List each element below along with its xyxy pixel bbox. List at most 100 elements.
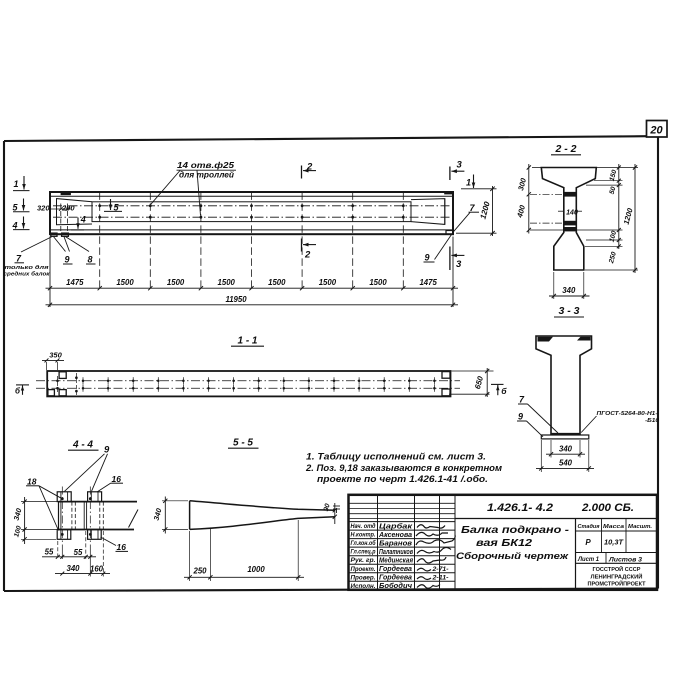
svg-text:1 - 1: 1 - 1 — [237, 335, 257, 346]
svg-text:Палатников: Палатников — [379, 549, 414, 556]
svg-text:650: 650 — [473, 375, 485, 391]
svg-text:16: 16 — [117, 542, 127, 552]
svg-text:2: 2 — [306, 162, 313, 173]
svg-text:5: 5 — [114, 203, 120, 213]
svg-text:Масшт.: Масшт. — [628, 524, 652, 530]
svg-text:90: 90 — [323, 503, 332, 512]
svg-text:100: 100 — [609, 230, 619, 243]
svg-text:средних балок: средних балок — [4, 271, 51, 278]
svg-text:Н.контр.: Н.контр. — [351, 532, 376, 539]
svg-text:9: 9 — [425, 253, 430, 263]
svg-text:250: 250 — [192, 566, 207, 575]
svg-text:1: 1 — [14, 179, 19, 189]
svg-text:Баранов: Баранов — [379, 541, 413, 548]
svg-text:7: 7 — [519, 395, 525, 405]
svg-text:ГОССТРОЙ СССР: ГОССТРОЙ СССР — [593, 565, 641, 573]
svg-text:1500: 1500 — [116, 278, 134, 287]
svg-text:7: 7 — [16, 253, 22, 263]
svg-text:16: 16 — [112, 474, 122, 484]
svg-text:140: 140 — [566, 210, 578, 217]
svg-text:Проект.: Проект. — [351, 566, 376, 573]
svg-text:проекте по черт 1.426.1-41: проекте по черт 1.426.1-41 /.обо. — [317, 474, 488, 484]
svg-text:Лист 1: Лист 1 — [577, 556, 599, 563]
svg-text:только для: только для — [5, 265, 50, 271]
svg-text:9: 9 — [65, 255, 70, 265]
svg-text:340: 340 — [152, 507, 164, 521]
svg-text:Р: Р — [585, 538, 591, 547]
svg-text:1500: 1500 — [268, 278, 286, 287]
svg-text:Сборочный чертеж: Сборочный чертеж — [456, 551, 570, 561]
svg-text:5 - 5: 5 - 5 — [233, 437, 253, 448]
svg-text:Аксенова: Аксенова — [378, 532, 412, 539]
svg-text:Листов 3: Листов 3 — [608, 556, 643, 563]
svg-text:Балка подкрано -: Балка подкрано - — [461, 525, 569, 536]
svg-text:320: 320 — [37, 204, 50, 213]
svg-text:2: 2 — [304, 250, 311, 261]
svg-text:1500: 1500 — [319, 278, 337, 287]
svg-text:б: б — [501, 386, 507, 396]
svg-text:1500: 1500 — [369, 278, 387, 287]
svg-text:250: 250 — [608, 251, 618, 265]
svg-text:5: 5 — [13, 203, 19, 213]
svg-text:-Б10: -Б10 — [645, 418, 660, 424]
svg-text:300: 300 — [516, 176, 528, 191]
svg-text:10,3Т: 10,3Т — [604, 540, 624, 547]
svg-text:1.426.1- 4.2: 1.426.1- 4.2 — [487, 502, 553, 514]
svg-text:3 - 3: 3 - 3 — [558, 305, 579, 317]
svg-text:1475: 1475 — [66, 278, 84, 287]
svg-text:ЛЕНИНГРАДСКИЙ: ЛЕНИНГРАДСКИЙ — [591, 572, 643, 580]
svg-text:340: 340 — [559, 444, 573, 453]
svg-text:340: 340 — [66, 564, 80, 573]
svg-text:Провер.: Провер. — [351, 574, 376, 581]
svg-text:1475: 1475 — [419, 278, 437, 287]
svg-text:1200: 1200 — [622, 206, 635, 225]
svg-text:4: 4 — [12, 221, 18, 231]
svg-text:Масса: Масса — [603, 524, 625, 530]
svg-text:1500: 1500 — [167, 278, 185, 287]
svg-text:ПРОМСТРОЙПРОЕКТ: ПРОМСТРОЙПРОЕКТ — [588, 580, 647, 588]
svg-text:1: 1 — [466, 177, 471, 187]
svg-text:1000: 1000 — [247, 565, 265, 574]
svg-text:50: 50 — [609, 186, 618, 195]
svg-text:8: 8 — [88, 255, 93, 265]
svg-text:для троллей: для троллей — [179, 171, 234, 180]
svg-text:540: 540 — [559, 459, 573, 468]
svg-text:150: 150 — [609, 169, 619, 182]
svg-text:Мединская: Мединская — [379, 557, 413, 565]
svg-text:Гордеева: Гордеева — [379, 574, 412, 582]
svg-text:200: 200 — [61, 203, 75, 212]
svg-text:2.000 СБ.: 2.000 СБ. — [581, 502, 634, 514]
svg-text:Нач. отд: Нач. отд — [351, 522, 376, 530]
svg-text:4: 4 — [80, 214, 86, 224]
svg-text:160: 160 — [90, 564, 104, 573]
svg-text:Бободич: Бободич — [379, 582, 412, 590]
svg-text:Гл.кон.об: Гл.кон.об — [351, 539, 377, 547]
svg-text:ПГОСТ-5264-80-Н1-: ПГОСТ-5264-80-Н1- — [597, 411, 658, 417]
svg-text:18: 18 — [27, 476, 37, 486]
svg-text:Стадия: Стадия — [578, 524, 601, 530]
svg-text:Исполн.: Исполн. — [351, 583, 376, 590]
svg-text:вая БК12: вая БК12 — [476, 538, 533, 549]
svg-text:14 отв.ф25: 14 отв.ф25 — [177, 161, 235, 170]
svg-text:2. Поз. 9,18 заказываются в: 2. Поз. 9,18 заказываются в конкретном — [305, 463, 503, 473]
svg-text:55: 55 — [45, 547, 54, 556]
svg-text:1. Таблицу исполнений см.: 1. Таблицу исполнений см. лист 3. — [306, 452, 486, 462]
svg-text:9: 9 — [518, 411, 523, 421]
svg-text:11950: 11950 — [225, 295, 247, 304]
svg-text:20: 20 — [649, 125, 663, 137]
svg-text:1500: 1500 — [218, 278, 236, 287]
svg-text:2-11-: 2-11- — [431, 575, 448, 581]
svg-text:2-71-: 2-71- — [431, 567, 448, 573]
svg-text:350: 350 — [49, 350, 62, 359]
svg-text:Гордеева: Гордеева — [379, 565, 412, 573]
svg-text:340: 340 — [12, 507, 24, 521]
svg-text:Гл.спец.р: Гл.спец.р — [351, 549, 376, 556]
svg-text:2 - 2: 2 - 2 — [554, 143, 576, 155]
svg-text:400: 400 — [515, 203, 527, 219]
svg-text:б: б — [15, 386, 21, 395]
svg-text:55: 55 — [74, 548, 83, 557]
svg-text:4 - 4: 4 - 4 — [72, 439, 93, 450]
svg-text:7: 7 — [470, 203, 476, 213]
svg-text:Царбак: Царбак — [379, 523, 413, 531]
svg-text:3: 3 — [456, 259, 462, 270]
